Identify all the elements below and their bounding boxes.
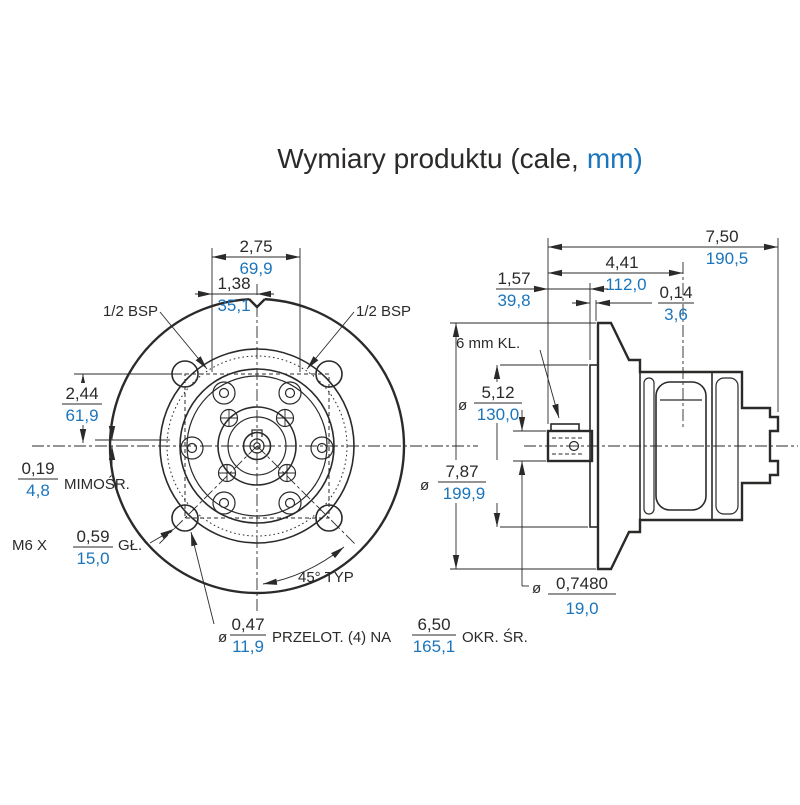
body-rib-left bbox=[643, 377, 655, 515]
dim-shaft-length: 1,57 39,8 bbox=[496, 269, 608, 360]
port-right-label: 1/2 BSP bbox=[356, 303, 411, 320]
thread-leader bbox=[149, 528, 175, 544]
dim-pilot-diasym: ø bbox=[458, 397, 467, 414]
dim-plate-thickness: 0,14 3,6 bbox=[572, 283, 694, 324]
dim-body-mm: 112,0 bbox=[605, 275, 646, 294]
dim-flange-mm: 199,9 bbox=[443, 484, 486, 503]
dim-pilot-mm: 130,0 bbox=[477, 405, 520, 424]
bolt-note-in2: 6,50 bbox=[417, 615, 450, 634]
thread-mm: 15,0 bbox=[76, 549, 109, 568]
page-title: Wymiary produktu (cale, mm) bbox=[277, 143, 643, 174]
dim-total-mm: 190,5 bbox=[706, 249, 749, 268]
side-view: 7,50 190,5 4,41 112,0 1,57 39,8 0,14 3,6 bbox=[414, 227, 798, 618]
bolt-note-mm2: 165,1 bbox=[413, 637, 456, 656]
dim-flange-dia: ø 7,87 199,9 bbox=[414, 322, 596, 570]
dim-ports-mm: 69,9 bbox=[239, 259, 272, 278]
dim-ecc-mm: 4,8 bbox=[26, 481, 50, 500]
serrated-ring bbox=[166, 355, 348, 537]
dim-half-in: 1,38 bbox=[217, 274, 250, 293]
dim-shaft-dia: ø 0,7480 19,0 bbox=[513, 410, 616, 618]
dim-eccentric: 0,19 4,8 MIMOŚR. bbox=[18, 418, 170, 500]
dim-half-mm: 35,1 bbox=[217, 296, 250, 315]
bolt-circle-note: ø 0,47 11,9 PRZELOT. (4) NA 6,50 165,1 O… bbox=[190, 531, 528, 656]
mount-hole-tr bbox=[315, 360, 343, 388]
thread-prefix: M6 X bbox=[12, 537, 47, 554]
dim-plate-in: 0,14 bbox=[659, 283, 692, 302]
endplate-inner bbox=[715, 377, 739, 515]
body-cartridge bbox=[655, 381, 707, 511]
dim-shaftdia-in: 0,7480 bbox=[556, 574, 608, 593]
bolt-note-suffix: OKR. ŚR. bbox=[462, 628, 528, 646]
dim-ecc-in: 0,19 bbox=[21, 459, 54, 478]
keyway-front bbox=[251, 429, 263, 437]
thread-note: M6 X 0,59 15,0 GŁ. bbox=[12, 527, 175, 568]
angle-label: 45° TYP bbox=[298, 569, 354, 586]
flange-top-notch bbox=[248, 298, 266, 309]
shaft-front bbox=[217, 406, 297, 486]
dim-pilot-dia: ø 5,12 130,0 bbox=[450, 364, 588, 528]
dim-shaftdia-mm: 19,0 bbox=[565, 599, 598, 618]
dim-plate-mm: 3,6 bbox=[664, 305, 688, 324]
dim-vert-in: 2,44 bbox=[65, 384, 98, 403]
body-circle-outer bbox=[179, 368, 335, 524]
washer-screws bbox=[180, 381, 334, 515]
key-side bbox=[550, 423, 580, 432]
mount-hole-br bbox=[315, 504, 343, 532]
dim-ports-in: 2,75 bbox=[239, 237, 272, 256]
port-left-label: 1/2 BSP bbox=[103, 303, 158, 320]
center-drill bbox=[568, 440, 580, 452]
bolt-note-in: 0,47 bbox=[231, 615, 264, 634]
dim-shaftlen-mm: 39,8 bbox=[497, 291, 530, 310]
dim-flange-in: 7,87 bbox=[445, 462, 478, 481]
dim-body-length: 4,41 112,0 bbox=[548, 253, 683, 294]
dim-shaftlen-in: 1,57 bbox=[497, 269, 530, 288]
bolt-note-mid: PRZELOT. (4) NA bbox=[272, 629, 391, 646]
cross-screws bbox=[217, 408, 297, 483]
dim-ecc-label: MIMOŚR. bbox=[64, 475, 130, 493]
thread-suffix: GŁ. bbox=[118, 537, 142, 554]
dim-ports-width: 2,75 69,9 bbox=[211, 237, 301, 372]
front-view: 2,75 69,9 1,38 35,1 1/2 BSP 1/2 BSP 2,44… bbox=[12, 237, 528, 656]
dim-half-width: 1,38 35,1 bbox=[195, 274, 274, 315]
thread-in: 0,59 bbox=[76, 527, 109, 546]
port-right-leader bbox=[306, 311, 355, 370]
bolt-note-mm: 11,9 bbox=[232, 637, 264, 656]
dim-total-length: 7,50 190,5 bbox=[547, 227, 779, 424]
pilot-circle bbox=[159, 348, 355, 544]
dim-vert-mm: 61,9 bbox=[65, 406, 98, 425]
dim-pilot-in: 5,12 bbox=[481, 383, 514, 402]
angle-callout: 45° TYP bbox=[262, 546, 354, 586]
dim-shaftdia-diasym: ø bbox=[532, 580, 541, 597]
port-left-leader bbox=[159, 311, 208, 370]
notch-mask bbox=[249, 295, 265, 302]
bolt-note-dia: ø bbox=[218, 629, 227, 646]
dim-flange-diasym: ø bbox=[420, 477, 429, 494]
dim-body-in: 4,41 bbox=[605, 253, 638, 272]
title-main: Wymiary produktu (cale, bbox=[277, 143, 579, 174]
dim-vertical: 2,44 61,9 bbox=[58, 373, 182, 443]
body-circle-inner bbox=[186, 375, 328, 517]
key-note-leader bbox=[539, 349, 560, 419]
bolt-square bbox=[184, 373, 330, 519]
mount-hole-bl bbox=[171, 504, 199, 532]
title-mm-part: mm) bbox=[587, 143, 643, 174]
key-note-label: 6 mm KL. bbox=[456, 335, 520, 352]
bolt-note-leader bbox=[190, 531, 215, 625]
dim-total-in: 7,50 bbox=[705, 227, 738, 246]
